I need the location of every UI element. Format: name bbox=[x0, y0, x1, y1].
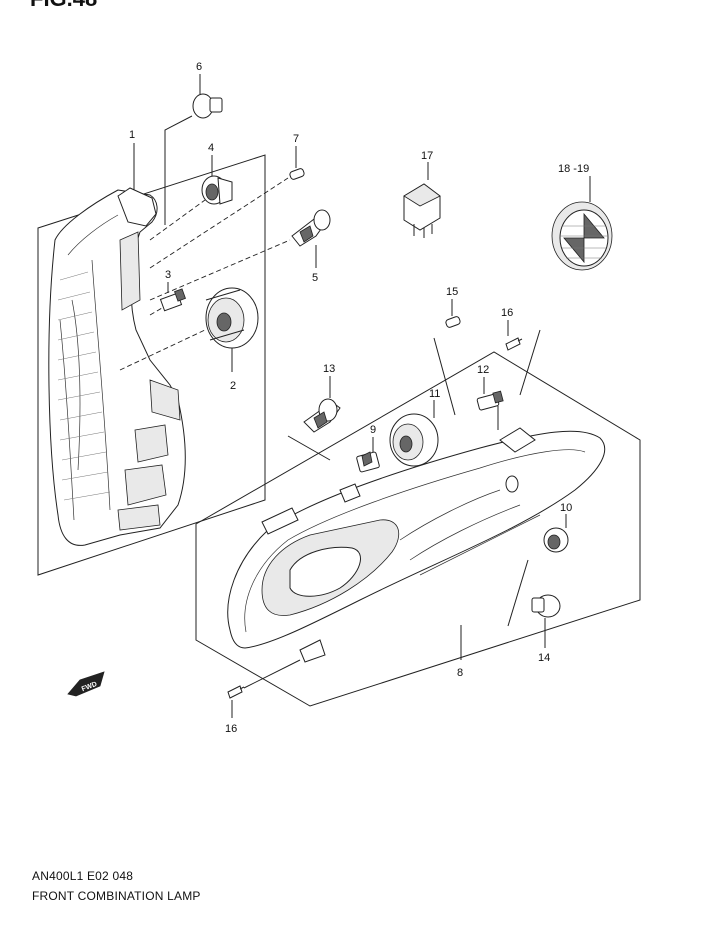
screw-16-top bbox=[505, 337, 523, 351]
screw-16-bottom bbox=[227, 685, 245, 699]
socket-cup-11 bbox=[389, 413, 439, 467]
callout-17: 17 bbox=[421, 150, 433, 162]
callout-9: 9 bbox=[370, 424, 376, 436]
leader-3-dash bbox=[149, 307, 163, 316]
fwd-arrow-icon: FWD bbox=[67, 671, 105, 697]
socket-12 bbox=[476, 390, 504, 411]
callout-6: 6 bbox=[196, 61, 202, 73]
callout-14: 14 bbox=[538, 652, 550, 664]
bulb-15 bbox=[445, 316, 461, 328]
socket-4 bbox=[201, 175, 233, 205]
callout-11: 11 bbox=[429, 388, 440, 400]
leader-13b bbox=[287, 435, 331, 461]
socket-3 bbox=[159, 288, 186, 312]
headlight-housing bbox=[227, 427, 606, 663]
callout-3: 3 bbox=[165, 269, 171, 281]
socket-10 bbox=[543, 527, 569, 553]
section-title: FRONT COMBINATION LAMP bbox=[32, 889, 201, 903]
callout-16-top: 16 bbox=[501, 307, 513, 319]
bulb-13 bbox=[303, 398, 341, 433]
socket-9 bbox=[356, 451, 380, 473]
side-lamp-housing bbox=[48, 187, 186, 546]
callout-5: 5 bbox=[312, 272, 318, 284]
leader-14b bbox=[507, 559, 529, 627]
leader-15b bbox=[433, 337, 456, 416]
leader-5-dash bbox=[149, 239, 291, 301]
bulb-7 bbox=[289, 168, 305, 180]
bulb-5 bbox=[291, 209, 331, 247]
model-code: AN400L1 E02 048 bbox=[32, 869, 133, 883]
callout-8: 8 bbox=[457, 667, 463, 679]
callout-4: 4 bbox=[208, 142, 214, 154]
callout-1: 1 bbox=[129, 129, 135, 141]
socket-cup-2 bbox=[205, 287, 259, 349]
left-assembly-frame bbox=[37, 154, 266, 576]
leader-16-bottom-b bbox=[243, 659, 301, 689]
leader-4-dash bbox=[149, 199, 206, 241]
leader-16-top-b bbox=[519, 329, 541, 396]
leader-6-path bbox=[164, 115, 193, 225]
reflector-18-19 bbox=[551, 201, 613, 271]
callout-2: 2 bbox=[230, 380, 236, 392]
callout-10: 10 bbox=[560, 502, 572, 514]
callout-7: 7 bbox=[293, 133, 299, 145]
bulb-14 bbox=[531, 594, 561, 618]
callout-16-bottom: 16 bbox=[225, 723, 237, 735]
callout-12: 12 bbox=[477, 364, 489, 376]
callout-18-19: 18 -19 bbox=[558, 163, 589, 175]
right-assembly-frame bbox=[195, 351, 641, 707]
relay-17 bbox=[403, 183, 441, 238]
figure-number: FIG.48 bbox=[30, 0, 97, 11]
callout-13: 13 bbox=[323, 363, 335, 375]
leader-7-dash bbox=[149, 177, 289, 269]
bulb-6 bbox=[192, 93, 223, 119]
callout-15: 15 bbox=[446, 286, 458, 298]
